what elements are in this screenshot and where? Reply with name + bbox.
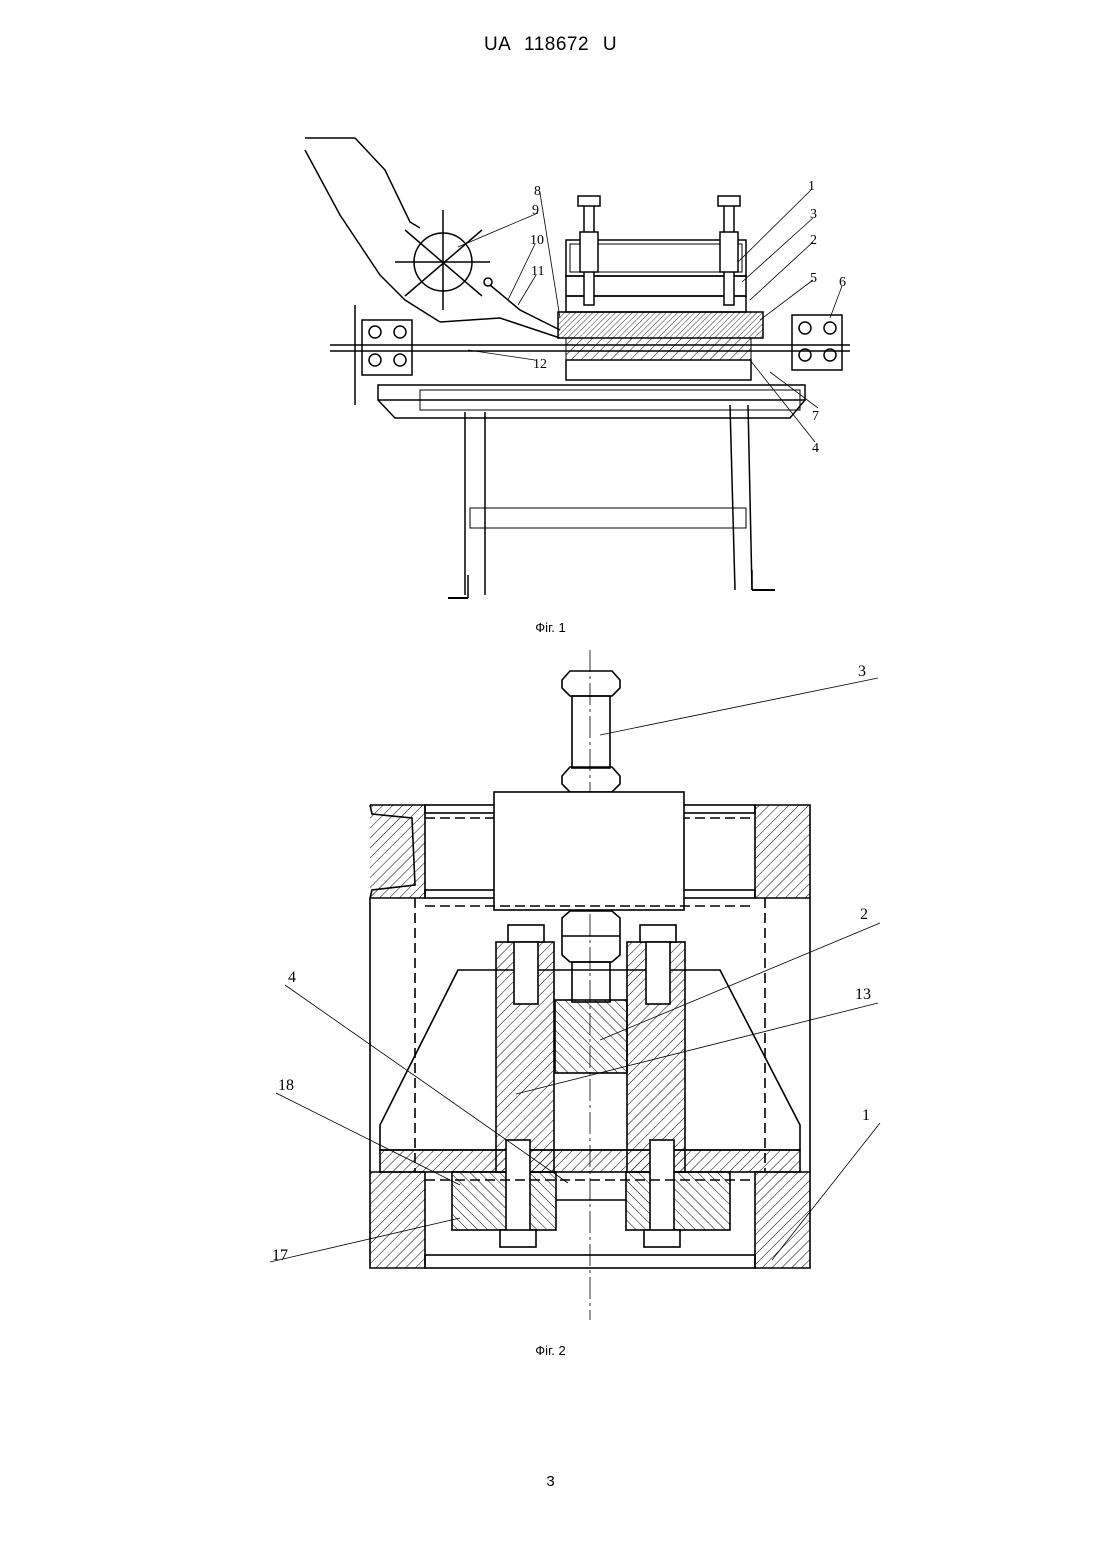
fig2-label-2: 2 xyxy=(860,906,868,923)
fig2-label-3: 3 xyxy=(858,663,866,680)
fig1-label-11: 11 xyxy=(531,264,544,279)
fig1-label-5: 5 xyxy=(810,271,817,286)
fig1-label-3: 3 xyxy=(810,207,817,222)
fig2-label-13: 13 xyxy=(855,986,871,1003)
fig2-label-17: 17 xyxy=(272,1247,288,1264)
fig1-label-1: 1 xyxy=(808,179,815,194)
page-number: 3 xyxy=(0,1473,1101,1490)
fig2-label-1: 1 xyxy=(862,1107,870,1124)
fig1-label-8: 8 xyxy=(534,184,541,199)
fig1-label-10: 10 xyxy=(530,233,544,248)
fig1-label-9: 9 xyxy=(532,203,539,218)
fig2-label-4: 4 xyxy=(288,969,296,986)
fig1-label-7: 7 xyxy=(812,409,819,424)
fig1-label-12: 12 xyxy=(533,357,547,372)
figure-2-caption: Фіг. 2 xyxy=(0,1343,1101,1358)
fig1-label-2: 2 xyxy=(810,233,817,248)
fig2-label-18: 18 xyxy=(278,1077,294,1094)
fig1-label-6: 6 xyxy=(839,275,846,290)
figure-2-drawing xyxy=(270,650,880,1320)
fig1-label-4: 4 xyxy=(812,441,819,456)
figure-1-caption: Фіг. 1 xyxy=(0,620,1101,635)
figure-1-drawing xyxy=(305,138,850,598)
